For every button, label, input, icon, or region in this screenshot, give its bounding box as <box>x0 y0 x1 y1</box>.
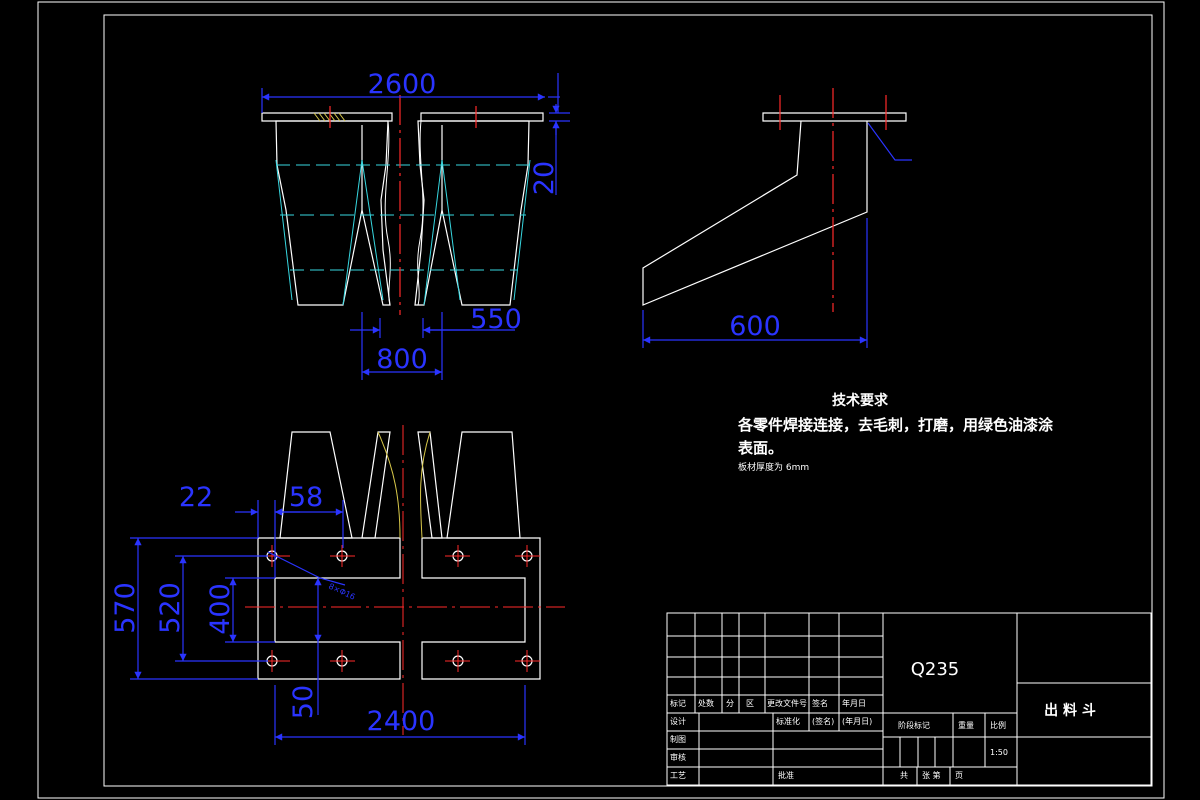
stage-label: 阶段标记 <box>898 720 930 730</box>
dim-front-height: 20 <box>529 161 560 195</box>
design-label: 设计 <box>670 716 686 726</box>
dim-plan-58: 58 <box>289 482 323 513</box>
dim-plan-2400: 2400 <box>367 706 436 737</box>
front-hatch <box>313 112 346 122</box>
sign-label: (签名) <box>812 716 834 726</box>
draft-label: 制图 <box>670 734 686 744</box>
technical-notes: 技术要求 各零件焊接连接，去毛刺，打磨，用绿色油漆涂 表面。 板材厚度为 6mm <box>737 392 1054 473</box>
scale-value: 1:50 <box>990 748 1008 757</box>
sheets-label: 共 <box>900 771 908 780</box>
rev-header-2: 分 <box>726 699 734 708</box>
plan-dimensions <box>130 500 526 745</box>
notes-line-2: 表面。 <box>738 439 783 457</box>
rev-header-1: 处数 <box>698 698 714 708</box>
dim-spacing-800: 800 <box>376 344 428 375</box>
notes-title: 技术要求 <box>832 392 889 409</box>
check-label: 审核 <box>670 752 686 762</box>
rev-header-0: 标记 <box>670 698 686 708</box>
front-hidden-lines <box>275 159 531 306</box>
dim-plan-400: 400 <box>205 583 236 635</box>
front-view <box>261 112 544 306</box>
dim-plan-520: 520 <box>155 582 186 634</box>
side-view <box>642 112 907 306</box>
dim-side-width: 600 <box>729 311 781 342</box>
material-label: Q235 <box>911 659 960 680</box>
rev-header-5: 签名 <box>812 698 828 708</box>
drawing-frame <box>37 1 1165 799</box>
front-dimensions <box>261 73 570 380</box>
title-block-text: 标记 处数 分 区 更改文件号 签名 年月日 设计 标准化 (签名) (年月日)… <box>670 659 1096 780</box>
title-block <box>666 612 1152 786</box>
date-label: (年月日) <box>842 716 872 726</box>
notes-line-3: 板材厚度为 6mm <box>738 461 809 473</box>
dim-plan-570: 570 <box>110 582 141 634</box>
weight-label: 重量 <box>958 720 974 730</box>
dim-front-width: 2600 <box>368 69 437 100</box>
scale-label: 比例 <box>990 720 1006 730</box>
dim-plan-50: 50 <box>288 685 319 719</box>
dim-plan-22: 22 <box>179 482 213 513</box>
rev-header-4: 更改文件号 <box>767 698 807 708</box>
approve-label: 批准 <box>778 770 794 780</box>
dim-spacing-550: 550 <box>470 304 522 335</box>
rev-header-6: 年月日 <box>842 698 866 708</box>
notes-line-1: 各零件焊接连接，去毛刺，打磨，用绿色油漆涂 <box>737 416 1054 434</box>
rev-header-3: 区 <box>746 699 754 708</box>
process-label: 工艺 <box>670 771 686 780</box>
side-centerlines <box>779 88 887 312</box>
part-name-label: 出 料 斗 <box>1044 702 1096 719</box>
std-label: 标准化 <box>776 716 800 726</box>
plan-view <box>257 431 541 680</box>
side-dimensions <box>642 122 912 348</box>
sheet-no-label: 张 第 <box>922 770 941 780</box>
front-centerlines <box>329 95 477 315</box>
plan-break-lines <box>377 431 431 539</box>
page-label: 页 <box>955 771 963 780</box>
